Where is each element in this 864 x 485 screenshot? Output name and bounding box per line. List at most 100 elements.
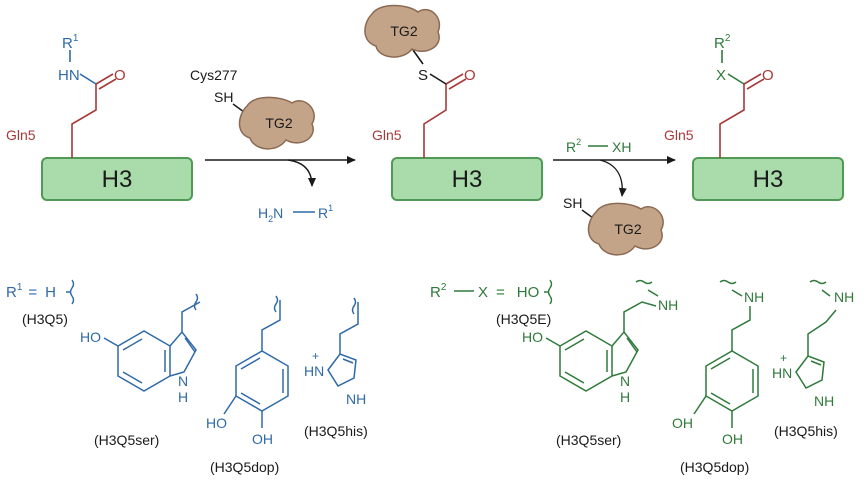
enzyme-release-curve — [599, 159, 627, 197]
ser2-nh-bond — [647, 289, 659, 297]
dop-hydroxy-label-2: OH — [252, 431, 273, 447]
gln5-side-chain — [71, 84, 97, 158]
dop-benzene-inner-1 — [240, 357, 261, 370]
his2-ethyl-chain — [807, 309, 837, 356]
carbonyl-double-bond-3a — [743, 73, 762, 85]
h3-histone-box-3 — [692, 157, 844, 201]
h3q5-label: (H3Q5) — [22, 311, 68, 327]
h3-histone-box-2 — [391, 157, 543, 201]
x-carbonyl-bond — [727, 73, 745, 85]
dop2-benzene-inner-3 — [710, 392, 731, 405]
dop2-hydroxy-label-2: OH — [722, 431, 743, 447]
ser-benzene-inner-2 — [122, 338, 143, 351]
his2-nh-top-label: NH — [834, 289, 854, 305]
dop2-oh-bond-1 — [693, 395, 707, 415]
r2-equals-heading: R2 — [430, 282, 447, 301]
thiol-sh-label: SH — [214, 89, 233, 105]
ser-benzene-ring — [117, 330, 171, 392]
r1-his-label: (H3Q5his) — [304, 423, 368, 439]
r1-dopamine — [223, 295, 289, 428]
r1-ser-label: (H3Q5ser) — [94, 432, 159, 448]
his2-nh-label: NH — [814, 393, 834, 409]
dop2-nh-bond — [731, 289, 743, 297]
ser2-ethyl-chain — [623, 301, 657, 332]
ser-indole-n: N — [178, 373, 188, 389]
dop-benzene-inner-3 — [240, 392, 261, 405]
s-enzyme-bond — [412, 49, 424, 65]
tg2-label-2: TG2 — [390, 23, 417, 39]
r2-definitions-panel: R2 X=HO (H3Q5E) NH HO N H (H3Q5ser) — [430, 279, 854, 475]
gln5-side-chain-2 — [423, 84, 447, 158]
r1-dop-label: (H3Q5dop) — [210, 459, 279, 475]
ser-pyrrole-double — [184, 337, 196, 353]
his2-n1-label: HN — [772, 365, 792, 381]
dop2-benzene-ring — [705, 350, 759, 412]
r1-equals-heading: R1=H — [6, 282, 56, 301]
cys277-label: Cys277 — [190, 67, 238, 83]
r2-serotonin — [545, 279, 659, 392]
carbonyl-double-bond-2b — [448, 78, 467, 90]
his-ethyl-chain — [339, 302, 359, 354]
his2-imidazole-double — [810, 360, 822, 366]
carbonyl-double-bond-b — [98, 78, 117, 90]
thioester-bond — [429, 73, 447, 85]
step1-substrate: H3 Gln5 O HN R1 — [6, 33, 193, 201]
ser-pyrrole-ring — [169, 330, 197, 377]
dop2-hydroxy-label-1: OH — [672, 415, 693, 431]
nucleophile-xh: XH — [612, 139, 631, 155]
tg2-label-3: TG2 — [614, 221, 641, 237]
his-wavy-attachment — [351, 297, 357, 315]
reaction-arrow-2: R2 XH SH TG2 — [553, 137, 676, 256]
ser2-benzene-inner-2 — [564, 338, 585, 351]
thioester-sulfur: S — [418, 67, 428, 84]
product-x: X — [716, 67, 726, 84]
h3-label-3: H3 — [753, 166, 784, 193]
dop-oh-bond-1 — [223, 395, 237, 415]
released-thiol-sh: SH — [563, 195, 582, 211]
carbonyl-double-bond-3b — [746, 78, 765, 90]
amine-release-curve — [287, 159, 316, 187]
ser2-benzene-inner-1 — [564, 371, 585, 384]
r2-dop-label: (H3Q5dop) — [680, 459, 749, 475]
tg2-enzyme-shape — [238, 96, 315, 150]
step3-product: H3 Gln5 O X R2 — [664, 33, 844, 201]
gln5-label-2: Gln5 — [372, 127, 402, 143]
amide-nh: HN — [58, 67, 80, 84]
ser-benzene-inner-1 — [122, 371, 143, 384]
dop2-benzene-inner-1 — [710, 357, 731, 370]
gln5-side-chain-3 — [719, 84, 745, 158]
r1-hydrogen-wavy-bond — [66, 279, 75, 305]
reaction-arrow-1: Cys277 SH TG2 H2N R1 — [190, 67, 356, 224]
dop2-ethyl-chain — [731, 306, 751, 351]
carbonyl-oxygen-2: O — [464, 67, 476, 84]
his2-wavy-attachment — [809, 279, 827, 285]
ser-hydroxy-bond — [103, 337, 119, 347]
dop2-wavy-attachment — [719, 279, 737, 285]
his-imidazole-double — [342, 358, 354, 364]
r1-substituent: R1 — [62, 33, 79, 52]
thiol-bond — [232, 103, 245, 113]
amide-bond — [79, 73, 97, 85]
ser2-hydroxy-bond — [545, 337, 561, 347]
gln5-label-3: Gln5 — [664, 127, 694, 143]
h3-histone-box — [41, 157, 193, 201]
ser2-hydroxy-label: HO — [522, 329, 543, 345]
ser2-pyrrole-ring — [611, 330, 639, 377]
ser-ethyl-chain — [181, 301, 201, 332]
tg2-enzyme-shape-3 — [587, 202, 664, 256]
r2-histamine — [795, 279, 837, 389]
ser2-indole-n: N — [620, 373, 630, 389]
his-nh-label: NH — [346, 391, 366, 407]
released-amine: H2N — [258, 205, 283, 224]
ser-hydroxy-label: HO — [80, 329, 101, 345]
his2-nh-bond — [821, 289, 831, 297]
step2-intermediate: H3 Gln5 O S TG2 — [364, 4, 543, 201]
ser2-nh-label: NH — [658, 297, 678, 313]
dop-wavy-attachment — [273, 295, 279, 313]
dop-benzene-ring — [235, 350, 289, 412]
r1-definitions-panel: R1=H (H3Q5) HO N H (H3Q5ser) — [6, 279, 368, 475]
released-thiol-bond — [581, 209, 594, 219]
his2-imidazole-ring — [795, 355, 825, 389]
tg2-enzyme-shape-2 — [364, 4, 441, 58]
